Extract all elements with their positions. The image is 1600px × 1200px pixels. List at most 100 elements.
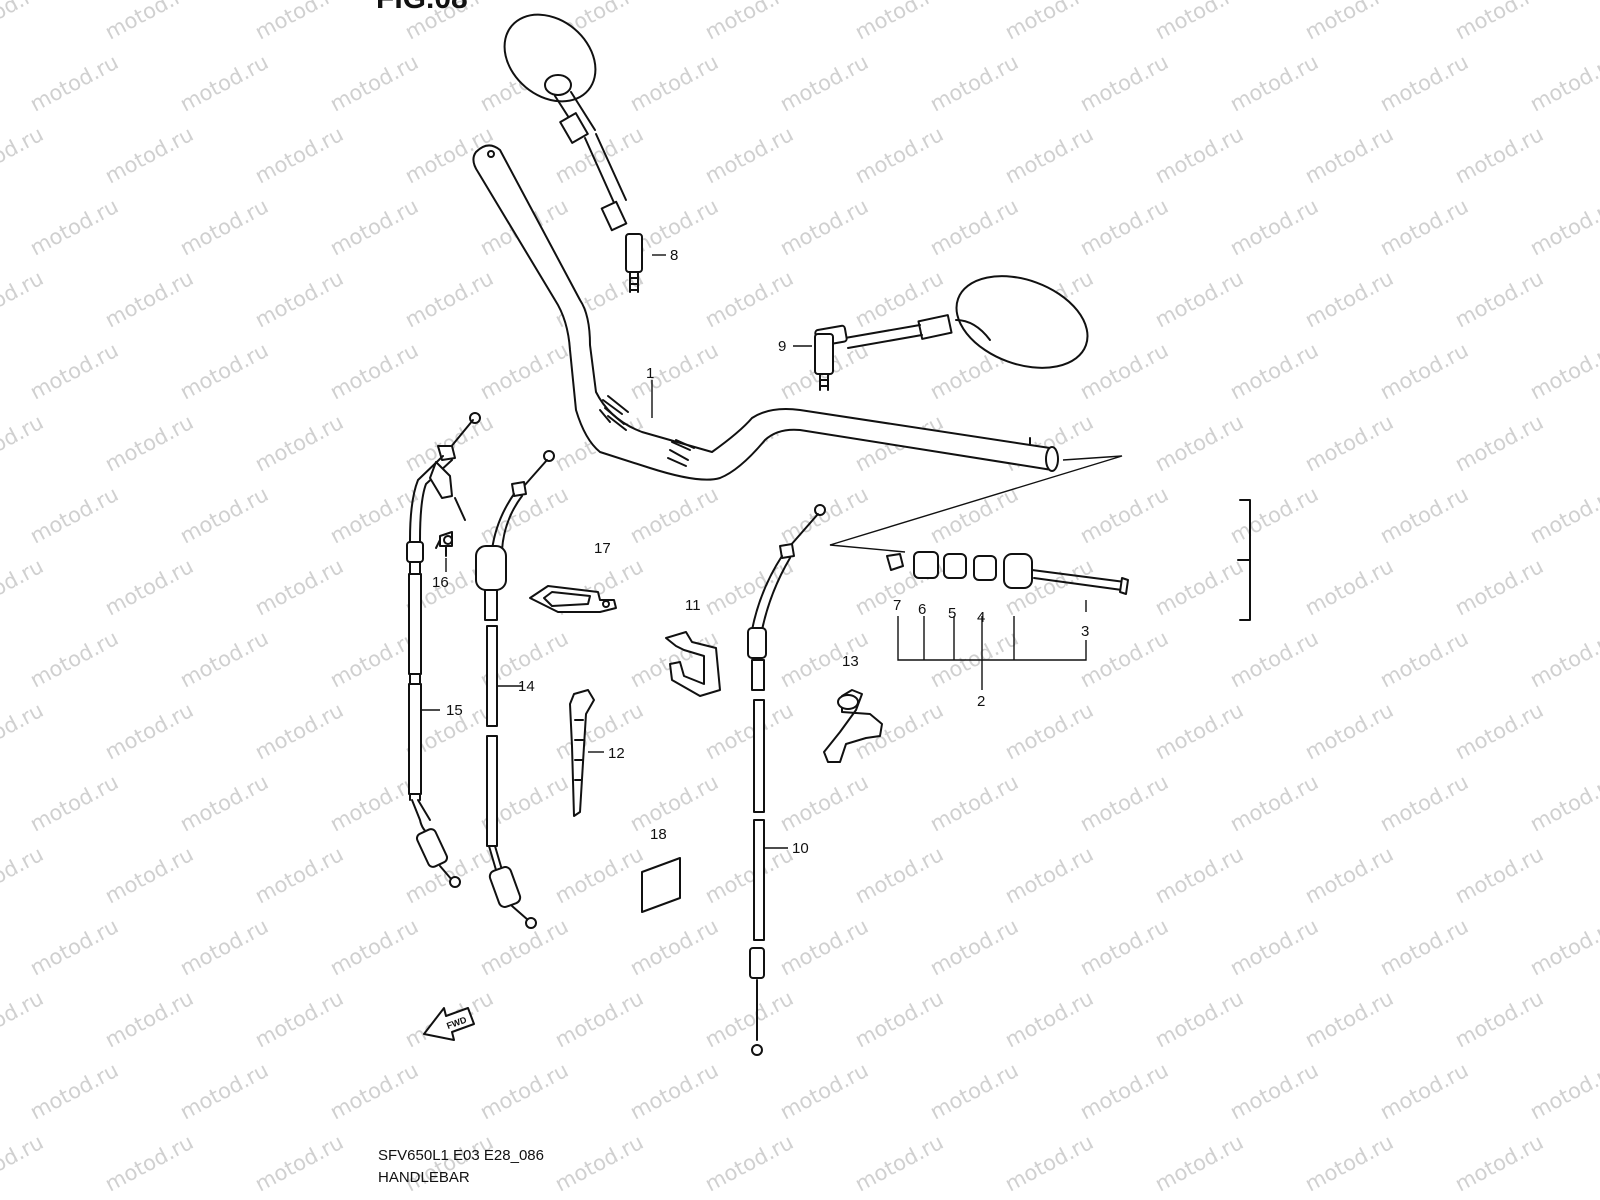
watermark-text: motod.ru <box>0 986 47 1052</box>
watermark-text: motod.ru <box>926 194 1022 260</box>
watermark-text: motod.ru <box>851 122 947 188</box>
watermark-text: motod.ru <box>26 482 122 548</box>
callout-3: 3 <box>1081 623 1089 640</box>
watermark-text: motod.ru <box>1001 0 1097 44</box>
watermark-text: motod.ru <box>701 986 797 1052</box>
watermark-text: motod.ru <box>776 482 872 548</box>
watermark-text: motod.ru <box>1301 698 1397 764</box>
cable-14-part <box>475 450 555 929</box>
watermark-text: motod.ru <box>251 698 347 764</box>
watermark-text: motod.ru <box>1151 266 1247 332</box>
watermark-text: motod.ru <box>1226 914 1322 980</box>
watermark-text: motod.ru <box>401 266 497 332</box>
watermark-text: motod.ru <box>0 0 47 44</box>
watermark-text: motod.ru <box>701 0 797 44</box>
watermark-text: motod.ru <box>926 914 1022 980</box>
watermark-text: motod.ru <box>1076 482 1172 548</box>
watermark-text: motod.ru <box>1451 410 1547 476</box>
watermark-text: motod.ru <box>0 1130 47 1196</box>
watermark-text: motod.ru <box>101 0 197 44</box>
watermark-text: motod.ru <box>1076 194 1172 260</box>
watermark-text: motod.ru <box>1301 554 1397 620</box>
watermark-text: motod.ru <box>701 122 797 188</box>
watermark-text: motod.ru <box>1451 986 1547 1052</box>
callout-6: 6 <box>918 601 926 618</box>
watermark-text: motod.ru <box>1151 1130 1247 1196</box>
watermark-text: motod.ru <box>1226 1058 1322 1124</box>
watermark-text: motod.ru <box>1376 194 1472 260</box>
watermark-text: motod.ru <box>326 770 422 836</box>
watermark-text: motod.ru <box>1151 122 1247 188</box>
watermark-text: motod.ru <box>1151 698 1247 764</box>
watermark-text: motod.ru <box>1376 482 1472 548</box>
callout-4: 4 <box>977 609 985 626</box>
watermark-text: motod.ru <box>176 1058 272 1124</box>
watermark-text: motod.ru <box>1526 194 1600 260</box>
watermark-text: motod.ru <box>326 1058 422 1124</box>
watermark-text: motod.ru <box>626 50 722 116</box>
watermark-text: motod.ru <box>326 914 422 980</box>
watermark-text: motod.ru <box>701 554 797 620</box>
watermark-text: motod.ru <box>1226 338 1322 404</box>
watermark-text: motod.ru <box>1376 50 1472 116</box>
callout-13: 13 <box>842 653 859 670</box>
watermark-text: motod.ru <box>1226 50 1322 116</box>
watermark-text: motod.ru <box>0 122 47 188</box>
watermark-text: motod.ru <box>626 1058 722 1124</box>
section-name-caption: HANDLEBAR <box>378 1169 470 1186</box>
callout-2: 2 <box>977 693 985 710</box>
watermark-text: motod.ru <box>1451 842 1547 908</box>
watermark-text: motod.ru <box>1301 842 1397 908</box>
watermark-text: motod.ru <box>176 626 272 692</box>
watermark-text: motod.ru <box>476 338 572 404</box>
watermark-text: motod.ru <box>701 842 797 908</box>
watermark-text: motod.ru <box>26 1058 122 1124</box>
watermark-text: motod.ru <box>101 842 197 908</box>
watermark-text: motod.ru <box>326 50 422 116</box>
watermark-text: motod.ru <box>251 1130 347 1196</box>
watermark-text: motod.ru <box>251 410 347 476</box>
watermark-text: motod.ru <box>1226 626 1322 692</box>
callout-14: 14 <box>518 678 535 695</box>
watermark-text: motod.ru <box>926 50 1022 116</box>
watermark-text: motod.ru <box>776 50 872 116</box>
watermark-text: motod.ru <box>926 770 1022 836</box>
watermark-text: motod.ru <box>776 770 872 836</box>
watermark-text: motod.ru <box>401 410 497 476</box>
model-code-caption: SFV650L1 E03 E28_086 <box>378 1147 544 1164</box>
watermark-text: motod.ru <box>1301 410 1397 476</box>
watermark-text: motod.ru <box>1526 482 1600 548</box>
watermark-text: motod.ru <box>251 266 347 332</box>
watermark-text: motod.ru <box>326 194 422 260</box>
watermark-text: motod.ru <box>1376 626 1472 692</box>
callout-17: 17 <box>594 540 611 557</box>
label-18-part <box>641 857 681 913</box>
watermark-text: motod.ru <box>551 698 647 764</box>
watermark-text: motod.ru <box>1451 554 1547 620</box>
watermark-text: motod.ru <box>1076 50 1172 116</box>
watermark-text: motod.ru <box>926 626 1022 692</box>
watermark-text: motod.ru <box>0 698 47 764</box>
watermark-text: motod.ru <box>701 1130 797 1196</box>
watermark-text: motod.ru <box>326 482 422 548</box>
watermark-text: motod.ru <box>1151 986 1247 1052</box>
watermark-text: motod.ru <box>251 0 347 44</box>
watermark-text: motod.ru <box>1001 842 1097 908</box>
holder-13-part <box>823 689 883 763</box>
callout-5: 5 <box>948 605 956 622</box>
watermark-text: motod.ru <box>701 698 797 764</box>
watermark-text: motod.ru <box>101 1130 197 1196</box>
watermark-text: motod.ru <box>1526 914 1600 980</box>
handlebar-part <box>472 144 1059 481</box>
watermark-text: motod.ru <box>1151 554 1247 620</box>
watermark-text: motod.ru <box>101 266 197 332</box>
watermark-text: motod.ru <box>1451 698 1547 764</box>
watermark-text: motod.ru <box>0 554 47 620</box>
watermark-text: motod.ru <box>1076 1058 1172 1124</box>
callout-9: 9 <box>778 338 786 355</box>
callout-numbers: 1 2 3 4 5 6 7 8 9 10 11 12 13 14 15 16 1… <box>432 247 1089 857</box>
watermark-text: motod.ru <box>551 1130 647 1196</box>
watermark-text: motod.ru <box>1376 770 1472 836</box>
mirror-left-part <box>503 13 643 293</box>
